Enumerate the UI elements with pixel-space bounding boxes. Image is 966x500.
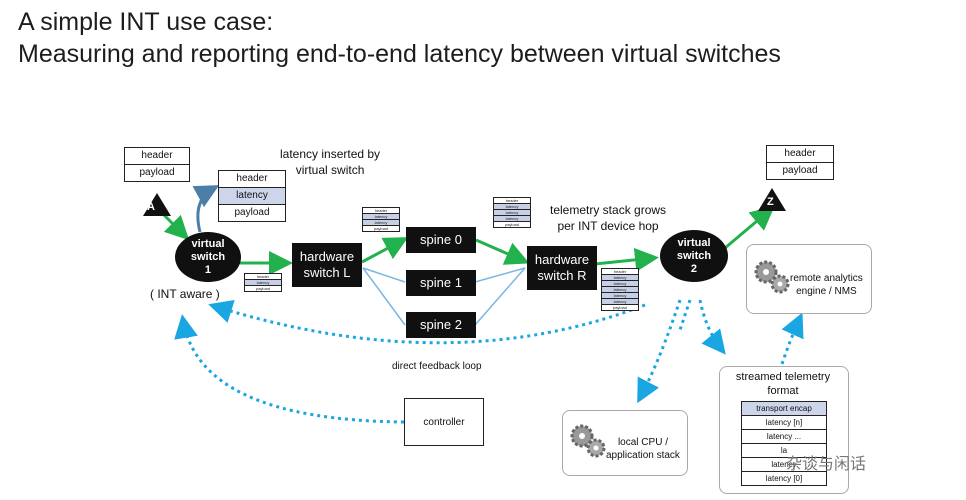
mini-stack-spine: header latency latency latency payload (493, 197, 531, 228)
spine-2: spine 2 (406, 312, 476, 338)
mini-row: latency (494, 209, 530, 215)
mini-stack-hw-r: header latency latency latency latency l… (601, 268, 639, 311)
title-line-1: A simple INT use case: (18, 8, 274, 36)
mini-row: header (613, 269, 627, 274)
streamed-telemetry-label: streamed telemetry format (731, 370, 835, 398)
mini-row: latency (494, 215, 530, 221)
mini-row: header (256, 274, 270, 279)
telemetry-grows-note: telemetry stack grows per INT device hop (550, 202, 666, 234)
note-line: per INT device hop (557, 219, 659, 233)
node-z-triangle (758, 188, 786, 211)
hw-line: hardware (534, 252, 590, 267)
watermark: 杂谈与闲话 (786, 456, 867, 473)
packet-header: header (784, 148, 816, 159)
int-aware-label: ( INT aware ) (150, 287, 220, 301)
controller-box: controller (404, 398, 484, 446)
feedback-label: direct feedback loop (392, 361, 482, 372)
stream-format-stack: transport encap latency [n] latency ... … (741, 401, 827, 486)
vs-line: 1 (204, 263, 212, 276)
mini-row: latency (245, 279, 281, 285)
mini-row: payload (245, 285, 281, 291)
spine-1: spine 1 (406, 270, 476, 296)
packet-payload: payload (219, 204, 285, 221)
hw-line: hardware (299, 249, 355, 264)
packet-header: header (236, 173, 268, 184)
mini-row: payload (602, 304, 638, 310)
mini-row: latency (602, 292, 638, 298)
mini-row: latency (602, 298, 638, 304)
packet-with-latency: header latency payload (218, 170, 286, 222)
node-a-triangle (143, 193, 171, 216)
label-line: engine / NMS (796, 286, 857, 297)
dotted-feedback-arrows (174, 299, 804, 424)
stream-row: la (742, 443, 826, 457)
spine-links (362, 267, 526, 326)
mini-row: latency (602, 280, 638, 286)
note-line: virtual switch (295, 163, 365, 177)
title-line-2: Measuring and reporting end-to-end laten… (18, 40, 781, 68)
mini-row: latency (602, 274, 638, 280)
packet-at-z: header payload (766, 145, 834, 180)
packet-header: header (141, 150, 173, 161)
gears-icon (570, 424, 606, 458)
stream-row: transport encap (742, 402, 826, 415)
label-line: local CPU / (617, 437, 668, 448)
mini-row: payload (363, 225, 399, 231)
hw-line: switch L (303, 265, 351, 280)
note-line: latency inserted by (280, 147, 381, 161)
label-line: format (767, 385, 799, 397)
packet-latency: latency (219, 187, 285, 204)
packet-at-a: header payload (124, 147, 190, 182)
label-line: streamed telemetry (735, 371, 831, 383)
gears-icon (754, 260, 790, 294)
vs-line: virtual (677, 236, 711, 249)
mini-row: latency (363, 219, 399, 225)
stream-row: latency (742, 457, 826, 471)
vs-line: switch (190, 250, 226, 263)
packet-payload: payload (767, 162, 833, 179)
latency-inserted-note: latency inserted by virtual switch (280, 146, 380, 178)
vs-line: 2 (690, 262, 698, 275)
mini-row: latency (494, 203, 530, 209)
green-flow-arrows (161, 206, 775, 275)
node-a-label: A (147, 201, 155, 213)
note-line: telemetry stack grows (550, 203, 667, 217)
stream-row: latency ... (742, 429, 826, 443)
mini-row: header (505, 198, 519, 203)
remote-analytics-label: remote analytics engine / NMS (790, 272, 863, 298)
controller-label: controller (423, 416, 465, 428)
stream-row: latency [n] (742, 415, 826, 429)
packet-payload: payload (125, 164, 189, 181)
hw-line: switch R (537, 268, 587, 283)
label-line: application stack (606, 450, 680, 461)
local-cpu-label: local CPU / application stack (606, 436, 680, 462)
mini-stack-hw-l: header latency latency payload (362, 207, 400, 232)
mini-row: payload (494, 221, 530, 227)
mini-stack-vs1: header latency payload (244, 273, 282, 292)
remote-analytics-box (746, 244, 872, 314)
node-z-label: Z (767, 196, 774, 208)
spine-0: spine 0 (406, 227, 476, 253)
insert-curve-arrow (192, 185, 220, 233)
vs-line: switch (676, 249, 712, 262)
mini-row: header (374, 208, 388, 213)
stream-row: latency [0] (742, 471, 826, 485)
label-line: remote analytics (790, 273, 863, 284)
vs-line: virtual (191, 237, 225, 250)
mini-row: latency (602, 286, 638, 292)
mini-row: latency (363, 213, 399, 219)
